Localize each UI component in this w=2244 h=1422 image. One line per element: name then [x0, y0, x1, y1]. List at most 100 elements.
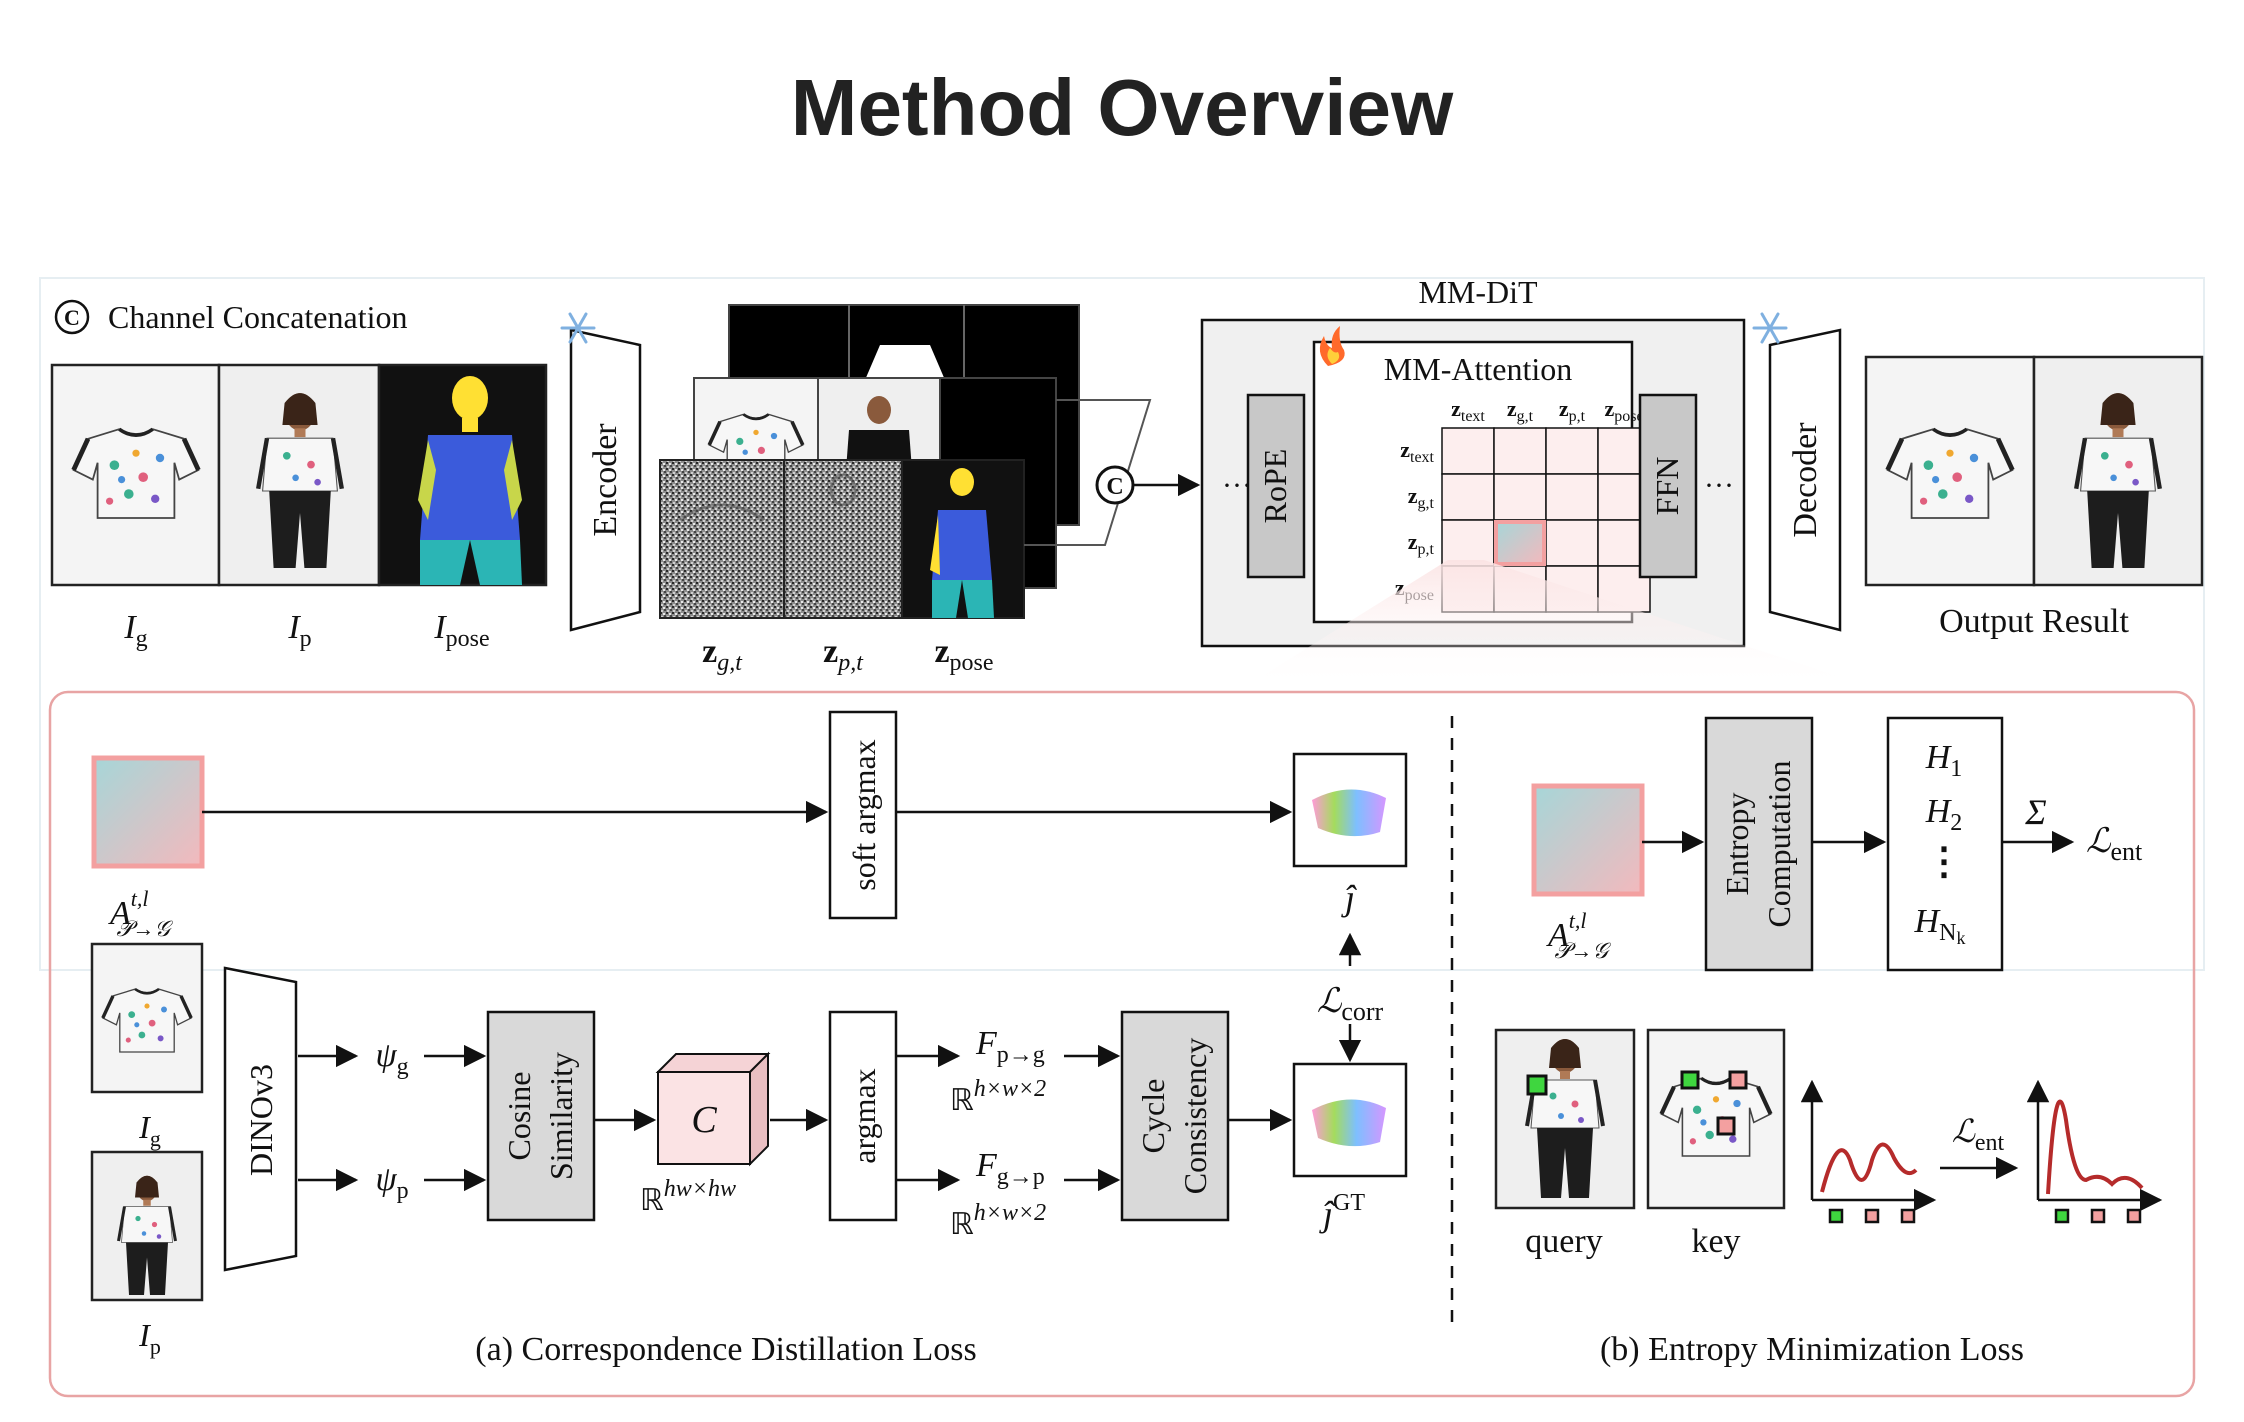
- cycle-label-1: Cycle: [1135, 1079, 1171, 1154]
- decoder-block: Decoder: [1768, 328, 1842, 632]
- token-col-label: zp,t: [1559, 396, 1586, 425]
- token-col-label: zpose: [1604, 396, 1643, 425]
- output-label: Output Result: [1939, 603, 2129, 640]
- channel-concat-legend: C Channel Concatenation: [54, 299, 407, 335]
- rope-block: [1246, 393, 1306, 579]
- label-ip-small: Ip: [138, 1317, 161, 1359]
- input-ig-small: [90, 942, 204, 1094]
- soft-argmax-label: soft argmax: [846, 739, 882, 890]
- token-row-label: zg,t: [1408, 483, 1435, 512]
- concat-symbol-icon: [54, 299, 90, 335]
- soft-argmax-block: [828, 710, 898, 920]
- h2-label: H2: [1925, 793, 1963, 836]
- entropy-computation-block: [1704, 716, 1814, 972]
- svg-text:C: C: [691, 1099, 717, 1141]
- decoder-snowflake-icon: [1752, 312, 1788, 344]
- psi-g-label: ψg: [375, 1037, 408, 1080]
- input-pose-image: [377, 363, 548, 587]
- label-zpose: zpose: [934, 633, 993, 676]
- lent-label: ℒent: [2086, 823, 2143, 866]
- token-col-label: zg,t: [1507, 396, 1534, 425]
- query-label: query: [1525, 1223, 1602, 1260]
- input-person-image: [217, 363, 381, 587]
- dino-label: DINOv3: [243, 1064, 279, 1176]
- psi-p-label: ψp: [375, 1161, 408, 1204]
- argmax-block: [828, 1010, 898, 1222]
- cosine-label-1: Cosine: [501, 1072, 537, 1161]
- attention-cell: [1441, 427, 1495, 475]
- lent-label-2: ℒent: [1952, 1113, 2005, 1156]
- ffn-label: FFN: [1649, 457, 1685, 516]
- output-images: [1864, 355, 2204, 587]
- svg-text:MM-Attention: MM-Attention: [1384, 351, 1572, 387]
- input-ip-small: [90, 1150, 204, 1302]
- label-ip: Ip: [287, 609, 311, 652]
- zoom-cone: [1240, 560, 1880, 690]
- svg-text:C: C: [64, 305, 80, 330]
- cost-volume-cube: C: [655, 1051, 771, 1167]
- key-image: [1646, 1028, 1786, 1210]
- attention-cell: [1493, 473, 1547, 521]
- hn-label: HNk: [1914, 903, 1966, 948]
- cycle-consistency-block: [1120, 1010, 1230, 1222]
- entropy-values-block: [1886, 716, 2004, 972]
- j-hat-label: ĵ: [1341, 878, 1357, 918]
- label-zg: zg,t: [702, 633, 743, 676]
- label-zp: zp,t: [823, 633, 864, 676]
- fpg-label: Fp→g: [975, 1025, 1045, 1068]
- concat-op-label: C: [1106, 474, 1123, 500]
- entropy-label-1: Entropy: [1719, 792, 1755, 895]
- attention-cell: [1545, 473, 1599, 521]
- distribution-before-plot: [1800, 1079, 1937, 1224]
- encoder-snowflake-icon: [560, 312, 596, 344]
- cosine-label-2: Similarity: [543, 1052, 579, 1180]
- cube-space-label: ℝhw×hw: [640, 1176, 736, 1217]
- fgp-label: Fg→p: [975, 1147, 1045, 1190]
- j-hat-gt-label: ĵGT: [1319, 1190, 1365, 1234]
- concat-op-icon: [1095, 465, 1135, 505]
- svg-text:Encoder: Encoder: [587, 423, 624, 537]
- loss-panel: [48, 690, 2196, 1398]
- top-frame: [39, 277, 2205, 971]
- caption-a: (a) Correspondence Distillation Loss: [475, 1331, 976, 1368]
- page-title: Method Overview: [790, 63, 1454, 152]
- caption-b: (b) Entropy Minimization Loss: [1600, 1331, 2024, 1368]
- attention-cell: [1545, 427, 1599, 475]
- sigma-label: Σ: [2024, 792, 2046, 832]
- encoder-block: Encoder: [569, 328, 642, 632]
- token-row-label: ztext: [1400, 437, 1434, 466]
- label-ig-small: Ig: [138, 1109, 161, 1151]
- attention-cell-highlight: [1494, 520, 1546, 566]
- attention-cell: [1545, 519, 1599, 567]
- cycle-label-2: Consistency: [1177, 1038, 1213, 1194]
- rope-label: RoPE: [1257, 449, 1293, 524]
- attention-cell: [1441, 519, 1495, 567]
- attention-map-a: [91, 755, 205, 869]
- cosine-similarity-block: [486, 1010, 596, 1222]
- attention-cell: [1441, 473, 1495, 521]
- flame-icon: [1319, 326, 1345, 366]
- ffn-block: [1638, 393, 1698, 579]
- distribution-after-plot: [2026, 1079, 2163, 1224]
- svg-text:Decoder: Decoder: [1787, 422, 1824, 538]
- fgp-space-label: ℝh×w×2: [950, 1200, 1046, 1241]
- dino-block: [223, 966, 298, 1272]
- mmdit-ellipsis-right: ···: [1704, 469, 1734, 502]
- latent-stack-front: [659, 459, 1025, 619]
- token-row-label: zp,t: [1408, 529, 1435, 558]
- key-label: key: [1691, 1223, 1740, 1260]
- attention-map-b: [1531, 783, 1645, 897]
- query-image: [1494, 1028, 1636, 1210]
- svg-text:Channel Concatenation: Channel Concatenation: [108, 299, 407, 335]
- input-garment-image: [50, 363, 221, 587]
- label-ipose: Ipose: [433, 609, 489, 652]
- fpg-space-label: ℝh×w×2: [950, 1076, 1046, 1117]
- argmax-label: argmax: [846, 1068, 882, 1163]
- token-col-label: ztext: [1451, 396, 1485, 425]
- mmdit-title: MM-DiT: [1418, 274, 1538, 310]
- label-ig: Ig: [123, 609, 147, 652]
- attention-cell: [1493, 427, 1547, 475]
